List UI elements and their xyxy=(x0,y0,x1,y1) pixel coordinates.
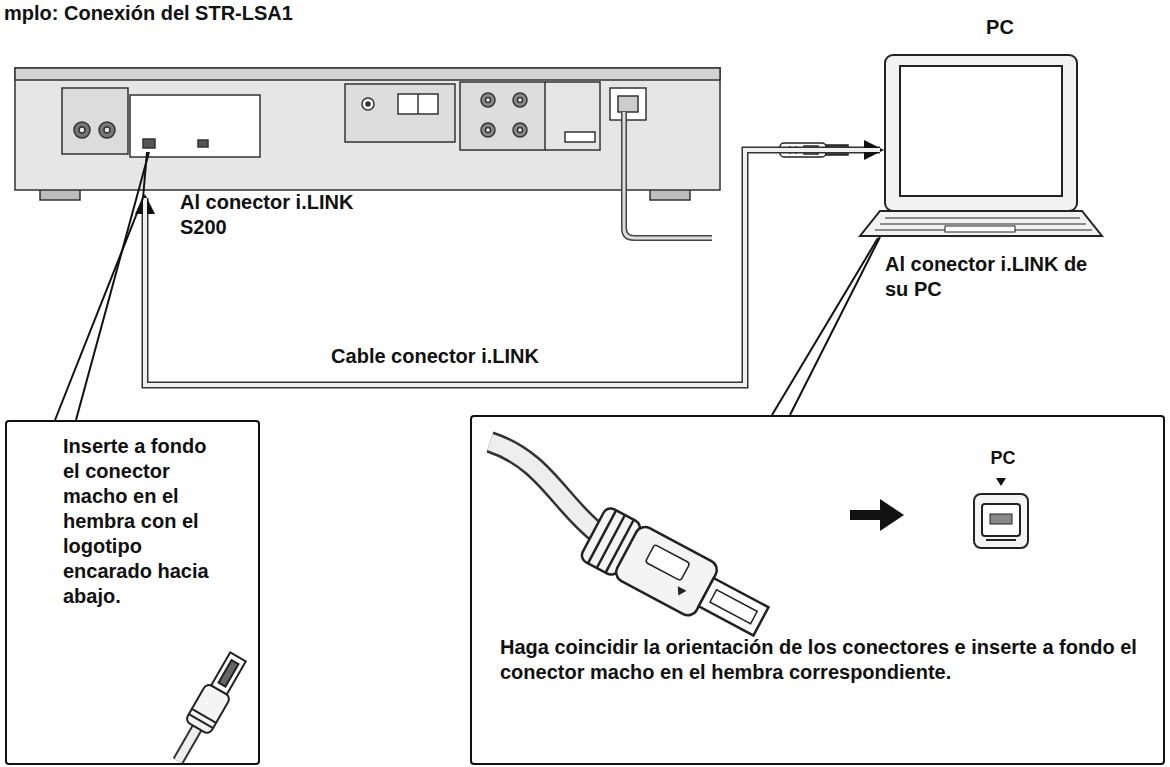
figure-title: mplo: Conexión del STR-LSA1 xyxy=(4,2,293,25)
arrow xyxy=(850,499,904,531)
pc: PCAl conector i.LINK de su PC xyxy=(880,45,1120,237)
laptop-drawing xyxy=(860,55,1102,236)
port-label: Al conector i.LINK S200 xyxy=(180,190,355,240)
receiver: Al conector i.LINK S200 xyxy=(15,68,720,198)
device-label: PC xyxy=(960,15,1040,40)
callout-box: Inserte a fondo el conector macho en el … xyxy=(5,420,260,765)
instruction-text: Haga coincidir la orientación de los con… xyxy=(500,635,1150,685)
leader-line xyxy=(790,237,880,415)
instruction-text: Inserte a fondo el conector macho en el … xyxy=(63,434,215,609)
port-label: Al conector i.LINK de su PC xyxy=(885,252,1115,302)
cable-label: Cable conector i.LINK xyxy=(327,345,543,368)
leader-line xyxy=(55,198,143,420)
device-label: PC xyxy=(972,447,1034,470)
plug-illustration xyxy=(166,650,250,767)
cable xyxy=(145,150,880,385)
plug-illustration xyxy=(579,506,775,648)
port-icon xyxy=(974,478,1028,548)
plug-illustration xyxy=(490,442,600,535)
callout-box: PC Haga coincidir la orientación de los c… xyxy=(470,415,1165,765)
leader-line xyxy=(76,152,878,420)
receiver-drawing xyxy=(15,68,720,238)
